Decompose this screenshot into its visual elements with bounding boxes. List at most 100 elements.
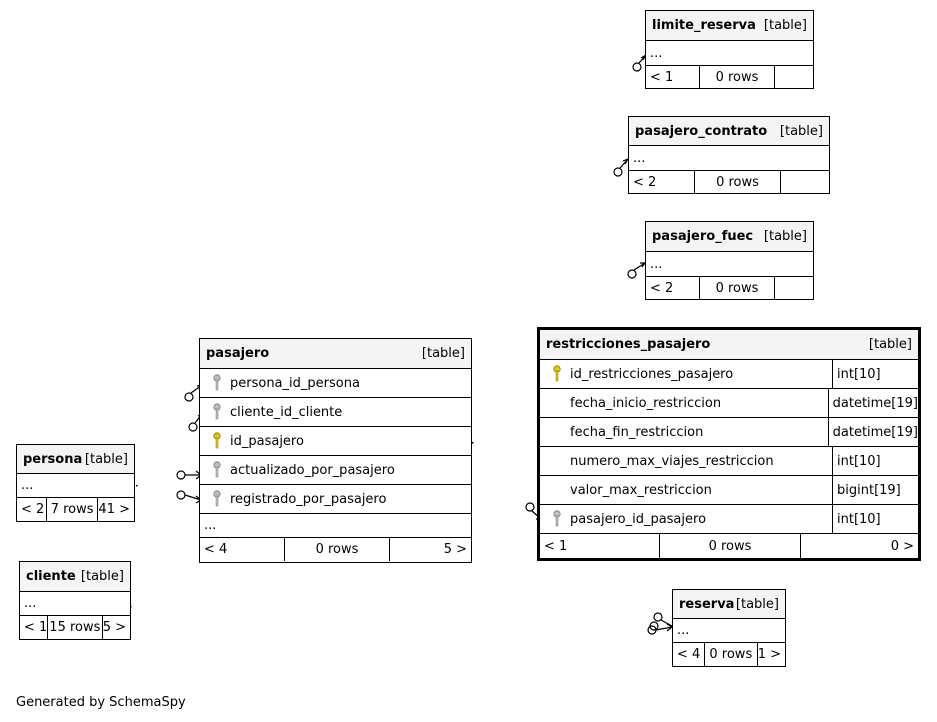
table-pasajero[interactable]: pasajero [table] persona_id_persona clie… [199, 338, 472, 563]
column-name: registrado_por_pasajero [230, 491, 387, 507]
more-columns: ... [646, 252, 813, 277]
column-name: id_restricciones_pasajero [570, 366, 734, 382]
column-name: cliente_id_cliente [230, 404, 343, 420]
table-name: cliente [26, 569, 76, 584]
table-header: pasajero [table] [200, 339, 471, 369]
table-pasajero-contrato[interactable]: pasajero_contrato [table] ... < 2 0 rows [628, 116, 830, 194]
column-row[interactable]: fecha_fin_restriccion datetime[19] [540, 418, 918, 447]
foreign-key-icon [208, 403, 226, 421]
table-header: pasajero_fuec [table] [646, 222, 813, 252]
column-name: id_pasajero [230, 433, 304, 449]
table-footer: < 2 7 rows 41 > [17, 498, 134, 521]
table-name: restricciones_pasajero [546, 337, 711, 352]
primary-key-icon [548, 365, 566, 383]
column-row[interactable]: numero_max_viajes_restriccion int[10] [540, 447, 918, 476]
column-name: numero_max_viajes_restriccion [570, 453, 774, 469]
table-header: restricciones_pasajero [table] [540, 330, 918, 360]
more-columns: ... [646, 41, 813, 66]
column-name: pasajero_id_pasajero [570, 511, 707, 527]
table-header: persona [table] [17, 445, 134, 474]
column-row[interactable]: id_restricciones_pasajero int[10] [540, 360, 918, 389]
table-footer: < 2 0 rows [646, 277, 813, 299]
table-header: limite_reserva [table] [646, 11, 813, 41]
parents-link[interactable]: < 1 [24, 620, 48, 635]
table-header: reserva [table] [673, 590, 785, 619]
table-cliente[interactable]: cliente [table] ... < 1 15 rows 5 > [19, 561, 131, 640]
children-link[interactable]: 5 > [389, 538, 471, 561]
more-columns: ... [200, 514, 471, 538]
generated-by-footer: Generated by SchemaSpy [16, 695, 186, 710]
table-persona[interactable]: persona [table] ... < 2 7 rows 41 > [16, 444, 135, 522]
table-footer: < 1 15 rows 5 > [20, 616, 130, 639]
table-name: limite_reserva [652, 18, 756, 33]
parents-link[interactable]: < 1 [544, 539, 568, 554]
children-link[interactable]: 41 > [97, 498, 134, 521]
more-columns: ... [17, 474, 134, 498]
table-name: persona [23, 451, 83, 467]
row-count: 0 rows [699, 277, 774, 299]
parents-link[interactable]: < 2 [650, 280, 674, 296]
row-count: 7 rows [45, 498, 98, 521]
foreign-key-icon [208, 461, 226, 479]
row-count: 0 rows [659, 534, 800, 559]
table-kind: [table] [763, 229, 807, 244]
table-pasajero-fuec[interactable]: pasajero_fuec [table] ... < 2 0 rows [645, 221, 814, 300]
column-row[interactable]: cliente_id_cliente [200, 398, 471, 427]
table-limite-reserva[interactable]: limite_reserva [table] ... < 1 0 rows [645, 10, 814, 89]
row-count: 15 rows [47, 616, 102, 639]
column-row[interactable]: id_pasajero [200, 427, 471, 456]
column-row[interactable]: fecha_inicio_restriccion datetime[19] [540, 389, 918, 418]
parents-link[interactable]: < 4 [677, 647, 701, 662]
column-name: actualizado_por_pasajero [230, 462, 395, 478]
table-name: pasajero_fuec [652, 229, 754, 244]
foreign-key-icon [208, 490, 226, 508]
table-footer: < 1 0 rows 0 > [540, 534, 918, 559]
column-type: int[10] [832, 360, 918, 388]
column-type: int[10] [832, 447, 918, 475]
table-footer: < 1 0 rows [646, 66, 813, 88]
foreign-key-icon [548, 510, 566, 528]
column-row[interactable]: registrado_por_pasajero [200, 485, 471, 514]
column-name: fecha_inicio_restriccion [570, 395, 722, 411]
column-type: datetime[19] [827, 418, 918, 446]
column-name: valor_max_restriccion [570, 482, 712, 498]
parents-link[interactable]: < 2 [21, 502, 45, 517]
table-kind: [table] [735, 596, 779, 612]
table-kind: [table] [868, 337, 912, 352]
row-count: 0 rows [284, 538, 389, 561]
table-reserva[interactable]: reserva [table] ... < 4 0 rows 1 > [672, 589, 786, 667]
row-count: 0 rows [699, 66, 774, 88]
parents-link[interactable]: < 1 [650, 69, 674, 85]
parents-link[interactable]: < 2 [633, 174, 657, 190]
foreign-key-icon [208, 374, 226, 392]
more-columns: ... [20, 592, 130, 616]
table-footer: < 4 0 rows 1 > [673, 643, 785, 666]
table-restricciones-pasajero[interactable]: restricciones_pasajero [table] id_restri… [537, 327, 921, 561]
column-row[interactable]: persona_id_persona [200, 369, 471, 398]
column-row[interactable]: valor_max_restriccion bigint[19] [540, 476, 918, 505]
column-type: datetime[19] [827, 389, 918, 417]
column-row[interactable]: actualizado_por_pasajero [200, 456, 471, 485]
column-name: persona_id_persona [230, 375, 360, 391]
column-row[interactable]: pasajero_id_pasajero int[10] [540, 505, 918, 534]
column-name: fecha_fin_restriccion [570, 424, 704, 440]
table-kind: [table] [763, 18, 807, 33]
table-header: cliente [table] [20, 562, 130, 592]
children-link[interactable]: 0 > [800, 534, 918, 559]
column-type: bigint[19] [832, 476, 918, 504]
table-name: pasajero_contrato [635, 123, 768, 139]
table-kind: [table] [421, 346, 465, 361]
more-columns: ... [629, 146, 829, 171]
table-name: pasajero [206, 346, 270, 361]
children-link[interactable] [774, 66, 813, 88]
more-columns: ... [673, 619, 785, 643]
children-link[interactable]: 1 > [756, 643, 785, 666]
table-header: pasajero_contrato [table] [629, 117, 829, 146]
children-link[interactable] [774, 277, 813, 299]
table-kind: [table] [80, 569, 124, 584]
table-footer: < 2 0 rows [629, 171, 829, 193]
children-link[interactable]: 5 > [101, 616, 130, 639]
table-footer: < 4 0 rows 5 > [200, 538, 471, 561]
children-link[interactable] [780, 171, 829, 193]
parents-link[interactable]: < 4 [204, 542, 228, 557]
